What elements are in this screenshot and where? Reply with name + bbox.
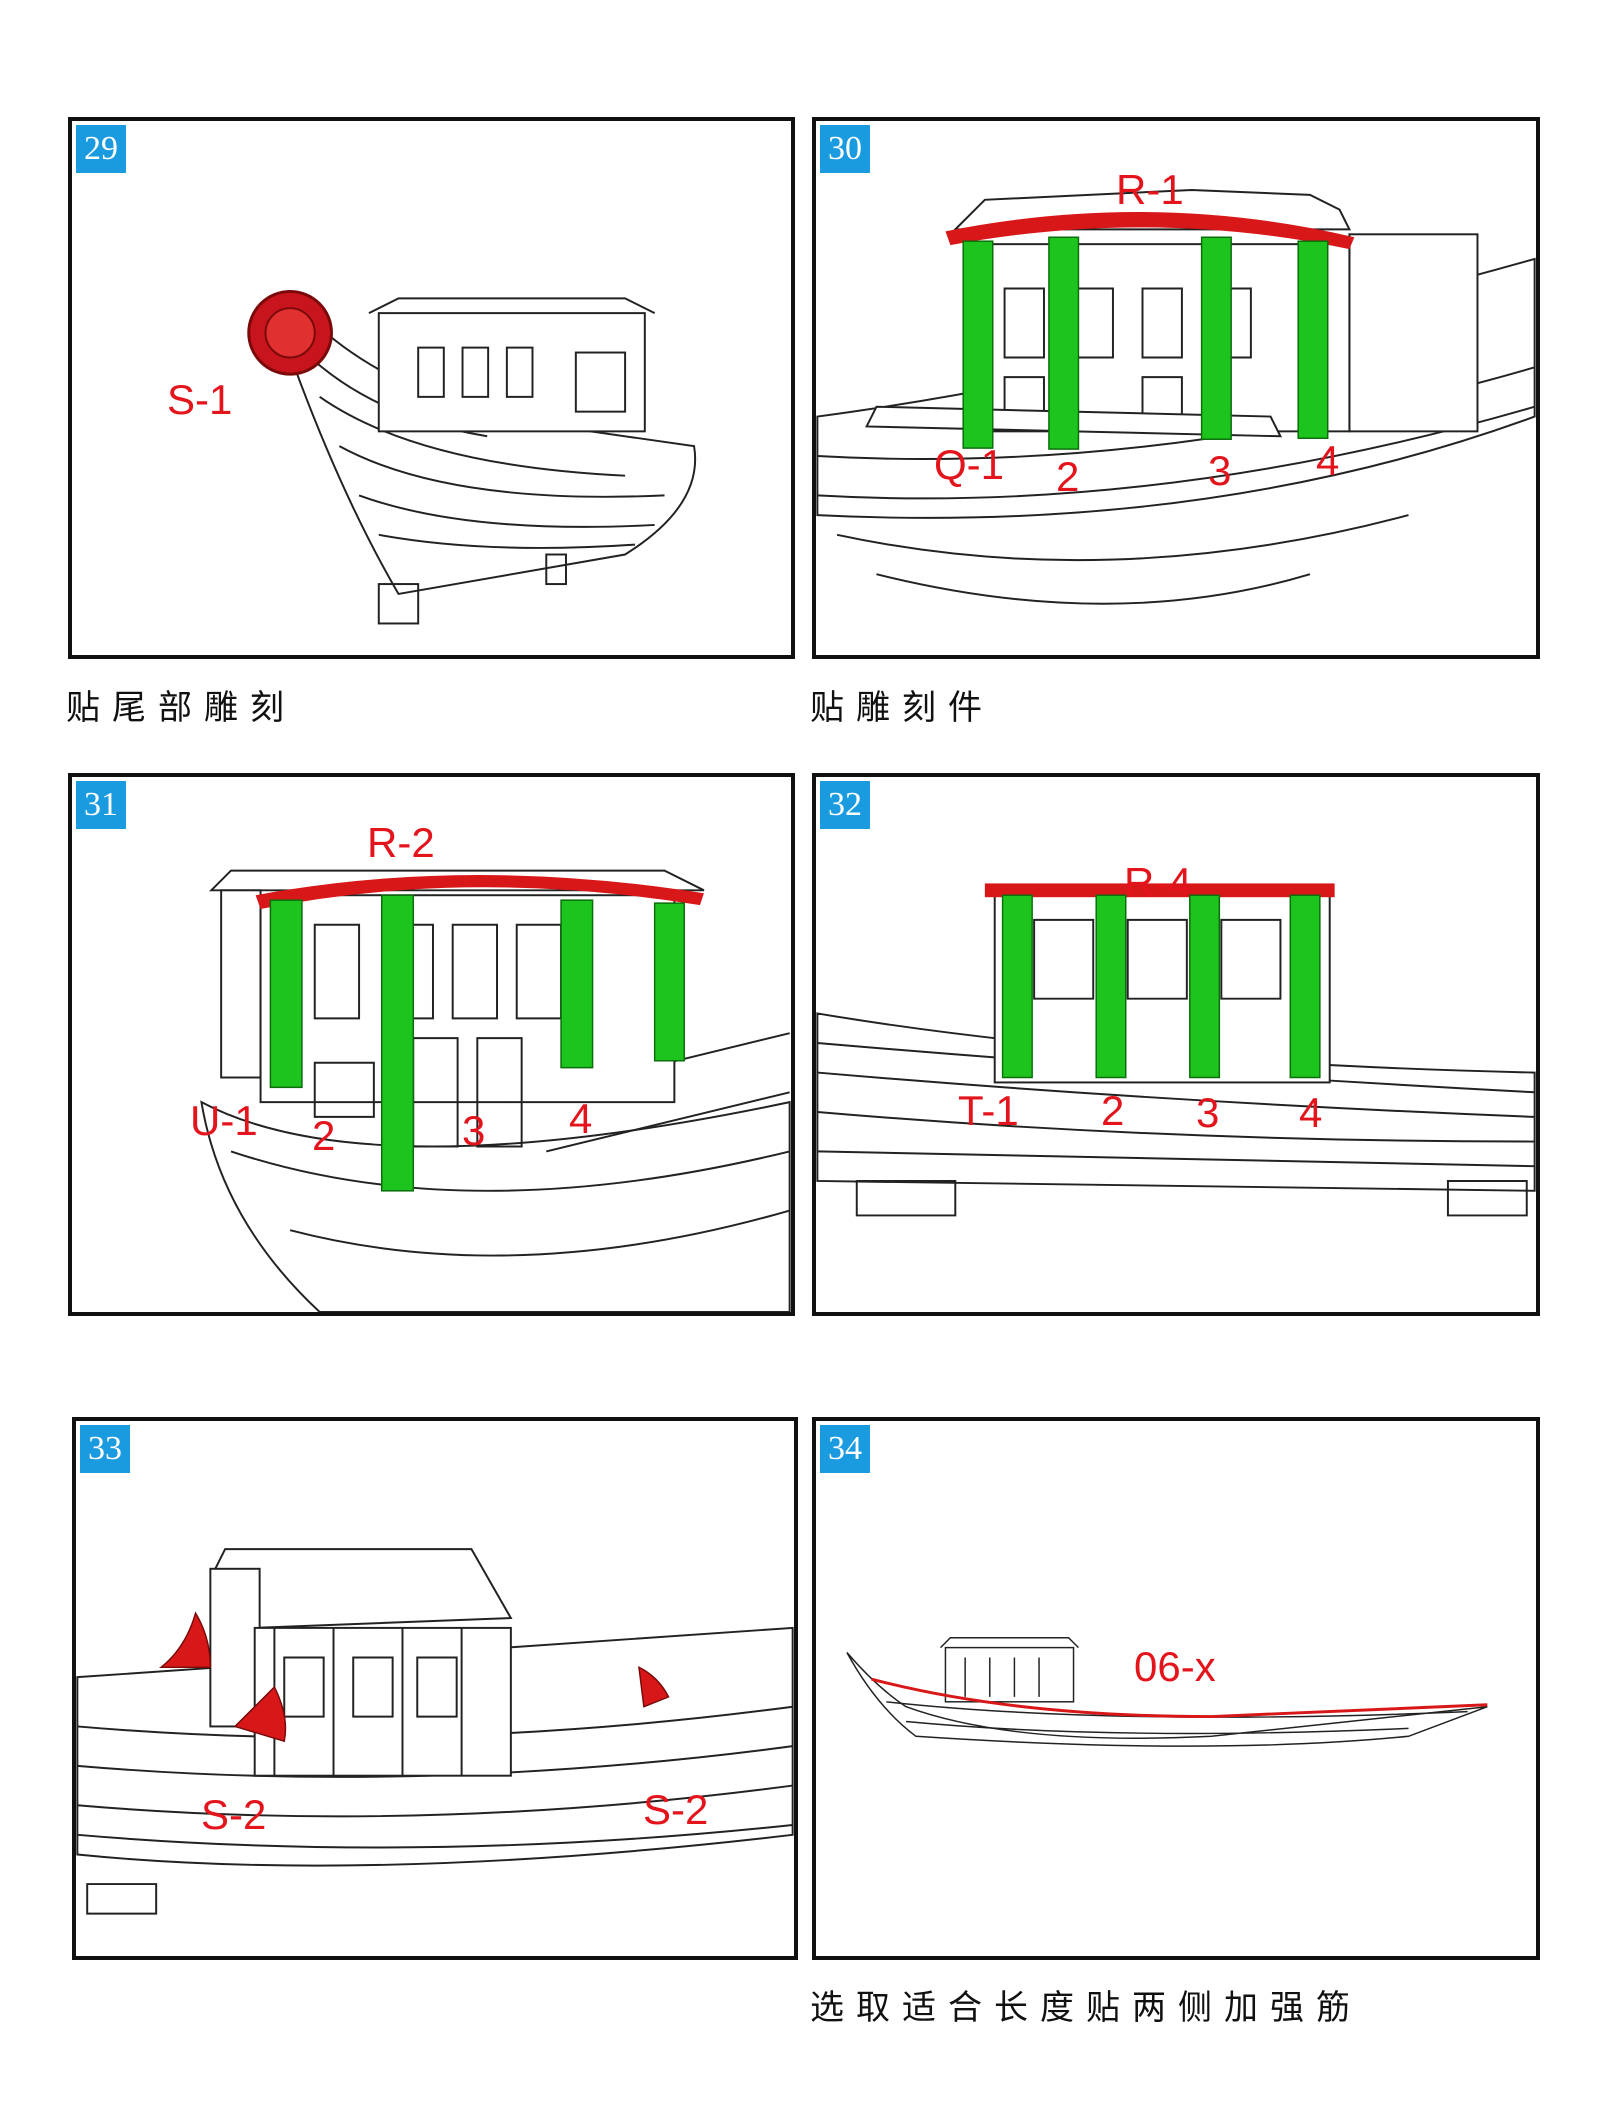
part-label-t1: T-1	[958, 1087, 1019, 1134]
part-label-q4: 4	[1316, 437, 1340, 484]
part-label-r2: R-2	[367, 819, 435, 866]
step-number-badge: 30	[820, 125, 870, 173]
step-34-caption: 选取适合长度贴两侧加强筋	[810, 1988, 1362, 2028]
step-34-panel: 34 06-x	[812, 1417, 1540, 1960]
part-label-s1: S-1	[167, 376, 233, 423]
part-label-u1: U-1	[190, 1097, 258, 1144]
part-label-u4: 4	[569, 1095, 593, 1142]
reinforcement-strip-illustration	[846, 1637, 1488, 1747]
part-label-q2: 2	[1056, 453, 1080, 500]
part-label-06x: 06-x	[1134, 1643, 1216, 1690]
step-number-badge: 34	[820, 1425, 870, 1473]
carved-parts-illustration	[816, 883, 1536, 1217]
part-label-t4: 4	[1299, 1089, 1323, 1136]
part-label-s2-right: S-2	[643, 1786, 709, 1833]
step-30-panel: 30 R-1 Q-1 2 3 4	[812, 117, 1540, 659]
step-32-panel: 32 R-4 T-1 2 3 4	[812, 773, 1540, 1316]
part-label-q1: Q-1	[934, 441, 1005, 488]
step-number-badge: 29	[76, 125, 126, 173]
step-33-panel: 33 S-2 S-2	[72, 1417, 798, 1960]
part-label-q3: 3	[1208, 447, 1232, 494]
carved-parts-illustration	[816, 188, 1536, 605]
part-label-u3: 3	[462, 1107, 486, 1154]
stern-carving-illustration	[247, 289, 697, 625]
carved-parts-illustration	[200, 869, 791, 1312]
part-label-t3: 3	[1196, 1089, 1220, 1136]
step-29-panel: 29 S-1	[68, 117, 795, 659]
step-number-badge: 32	[820, 781, 870, 829]
part-label-r4: R-4	[1124, 859, 1192, 906]
step-number-badge: 33	[80, 1425, 130, 1473]
part-label-u2: 2	[312, 1112, 336, 1159]
step-31-panel: 31 R-2 U-1 2 3 4	[68, 773, 795, 1316]
step-30-caption: 贴雕刻件	[810, 688, 994, 728]
side-carvings-illustration	[76, 1548, 794, 1915]
part-label-r1: R-1	[1116, 166, 1184, 213]
step-number-badge: 31	[76, 781, 126, 829]
step-29-caption: 贴尾部雕刻	[66, 688, 296, 728]
part-label-t2: 2	[1101, 1087, 1125, 1134]
part-label-s2-left: S-2	[201, 1791, 267, 1838]
